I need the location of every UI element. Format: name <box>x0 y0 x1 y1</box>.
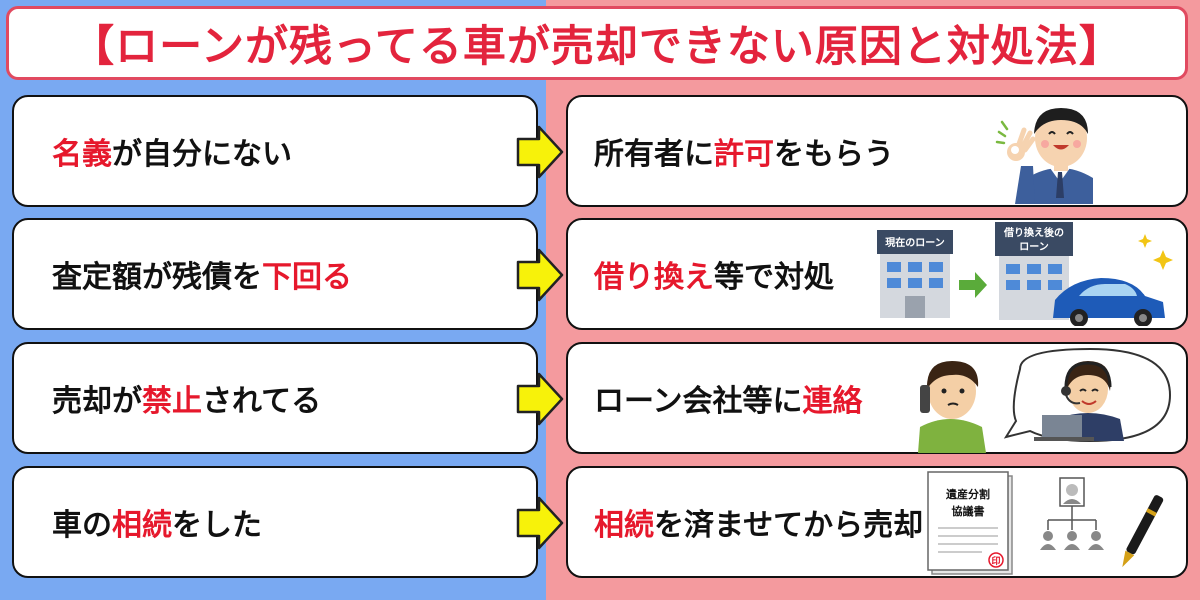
cause-segment: をした <box>172 508 262 543</box>
solution-segment: ローン会社等に <box>594 384 803 419</box>
family-tree-icon <box>1040 477 1104 550</box>
cause-card-4: 車の相続をした <box>12 466 538 578</box>
cause-segment: 禁止 <box>142 384 202 419</box>
sign-after-loan-line1: 借り換え後の <box>1003 226 1064 239</box>
inheritance-document: 遺産分割 協議書 印 <box>927 471 1013 575</box>
seal-stamp-label: 印 <box>991 555 1000 567</box>
arrow-icon <box>516 372 564 426</box>
refinance-illustration: 現在のローン 借り換え後の ローン <box>877 222 1173 326</box>
cause-text-3: 売却が禁止されてる <box>52 376 321 420</box>
solution-text-4: 相続を済ませてから売却 <box>594 500 923 544</box>
page-title: 【ローンが残ってる車が売却できない原因と対処法】 <box>71 22 1123 72</box>
cause-card-2: 査定額が残債を下回る <box>12 218 538 330</box>
cause-segment: 査定額が残債を <box>52 260 262 295</box>
sign-current-loan: 現在のローン <box>885 236 945 249</box>
cause-text-1: 名義が自分にない <box>52 129 292 173</box>
solution-card-4: 相続を済ませてから売却 <box>566 466 1188 578</box>
solution-text-2: 借り換え等で対処 <box>594 252 834 296</box>
doc-title-line1: 遺産分割 <box>945 487 990 501</box>
arrow-icon <box>516 125 564 179</box>
cause-card-1: 名義が自分にない <box>12 95 538 207</box>
sparkle-icon <box>1138 234 1152 248</box>
solution-segment: を済ませてから売却 <box>654 508 924 543</box>
cause-segment: 車の <box>52 508 112 543</box>
cause-card-3: 売却が禁止されてる <box>12 342 538 454</box>
cause-segment: 売却が <box>52 384 142 419</box>
cause-segment: 下回る <box>262 260 352 295</box>
cause-segment: 相続 <box>112 508 172 543</box>
seal-stamp-icon <box>988 552 1004 568</box>
arrow-icon <box>516 248 564 302</box>
green-arrow-icon <box>959 272 987 298</box>
cause-text-2: 査定額が残債を下回る <box>52 252 352 296</box>
solution-text-3: ローン会社等に連絡 <box>594 376 863 420</box>
sparkle-icon <box>1153 250 1173 270</box>
solution-segment: 等で対処 <box>714 260 834 295</box>
arrow-icon <box>516 496 564 550</box>
cause-segment: 名義 <box>52 137 112 172</box>
solution-segment: をもらう <box>774 137 894 172</box>
cause-text-4: 車の相続をした <box>52 500 262 544</box>
doc-title-line2: 協議書 <box>952 504 985 518</box>
solution-segment: 許可 <box>714 137 774 172</box>
cause-segment: が自分にない <box>112 137 292 172</box>
phone-call-illustration <box>918 347 1172 453</box>
sign-after-loan-line2: ローン <box>1019 242 1049 253</box>
title-banner: 【ローンが残ってる車が売却できない原因と対処法】 <box>6 6 1188 80</box>
solution-segment: 所有者に <box>594 137 714 172</box>
cause-segment: されてる <box>202 384 322 419</box>
pen-icon <box>1122 495 1164 568</box>
solution-segment: 連絡 <box>802 384 863 419</box>
solution-segment: 借り換え <box>594 260 714 295</box>
solution-text-1: 所有者に許可をもらう <box>594 129 894 173</box>
inheritance-illustration: 遺産分割 協議書 印 <box>927 471 1164 575</box>
ok-sign-man-illustration <box>995 108 1093 204</box>
solution-segment: 相続 <box>594 508 654 543</box>
